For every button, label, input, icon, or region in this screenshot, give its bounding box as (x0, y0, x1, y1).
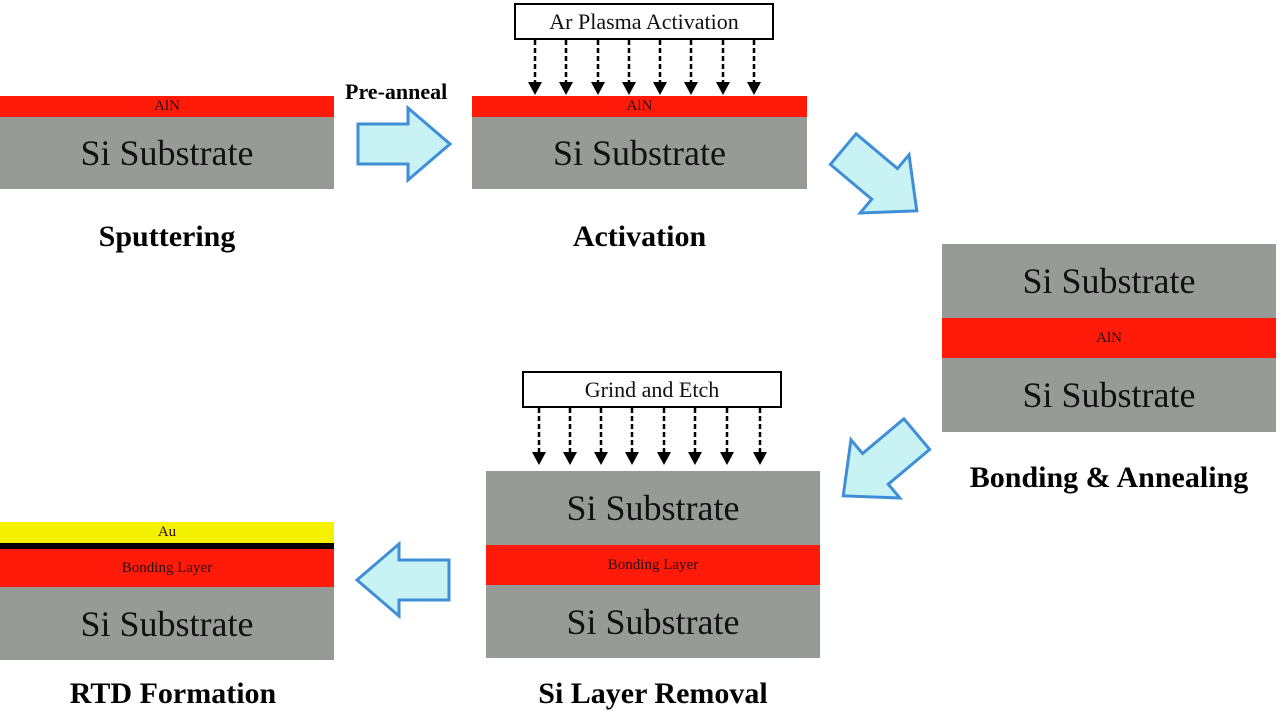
rtd-au-label: Au (157, 524, 177, 540)
pre-anneal-label: Pre-anneal (345, 79, 448, 104)
sputtering-caption: Sputtering (98, 220, 236, 253)
bonding-aln-label: AlN (1096, 329, 1122, 346)
bonding-caption: Bonding & Annealing (969, 461, 1249, 494)
rtd-bonding-label: Bonding Layer (121, 559, 213, 576)
removal-bottom-substrate: Si Substrate (486, 585, 820, 658)
rtd-black-line (0, 543, 334, 549)
right-arrow-icon (356, 104, 453, 184)
diagonal-down-left-arrow-icon (841, 416, 932, 500)
grind-down-arrows-icon (532, 408, 767, 465)
removal-bottom-substrate-label: Si Substrate (566, 601, 740, 642)
plasma-down-arrows-icon (528, 40, 761, 95)
bonding-top-substrate-label: Si Substrate (1022, 261, 1196, 301)
activation-substrate: Si Substrate (472, 117, 807, 189)
bonding-bottom-substrate: Si Substrate (942, 358, 1276, 432)
rtd-substrate-label: Si Substrate (80, 603, 254, 644)
bonding-aln-layer: AlN (942, 318, 1276, 358)
rtd-caption: RTD Formation (69, 677, 277, 710)
sputtering-substrate: Si Substrate (0, 117, 334, 189)
bonding-top-substrate: Si Substrate (942, 244, 1276, 318)
activation-aln-layer: AlN (472, 96, 807, 117)
plasma-activation-box: Ar Plasma Activation (514, 3, 774, 40)
grind-etch-box: Grind and Etch (522, 371, 782, 408)
activation-caption: Activation (572, 220, 707, 253)
removal-top-substrate-label: Si Substrate (566, 488, 740, 528)
rtd-au-layer: Au (0, 522, 334, 543)
left-arrow-icon (354, 540, 451, 620)
sputtering-aln-label: AlN (154, 98, 180, 114)
removal-top-substrate: Si Substrate (486, 471, 820, 545)
removal-caption: Si Layer Removal (538, 677, 768, 710)
sputtering-substrate-label: Si Substrate (80, 133, 254, 173)
activation-aln-label: AlN (626, 98, 653, 114)
removal-bonding-layer: Bonding Layer (486, 545, 820, 585)
grind-etch-label: Grind and Etch (584, 376, 720, 402)
plasma-activation-label: Ar Plasma Activation (549, 8, 739, 34)
rtd-substrate: Si Substrate (0, 587, 334, 660)
sputtering-aln-layer: AlN (0, 96, 334, 117)
diagonal-down-right-arrow-icon (828, 131, 919, 215)
bonding-bottom-substrate-label: Si Substrate (1022, 375, 1196, 415)
activation-substrate-label: Si Substrate (552, 133, 726, 173)
rtd-bonding-layer: Bonding Layer (0, 549, 334, 587)
removal-bonding-label: Bonding Layer (607, 556, 699, 573)
